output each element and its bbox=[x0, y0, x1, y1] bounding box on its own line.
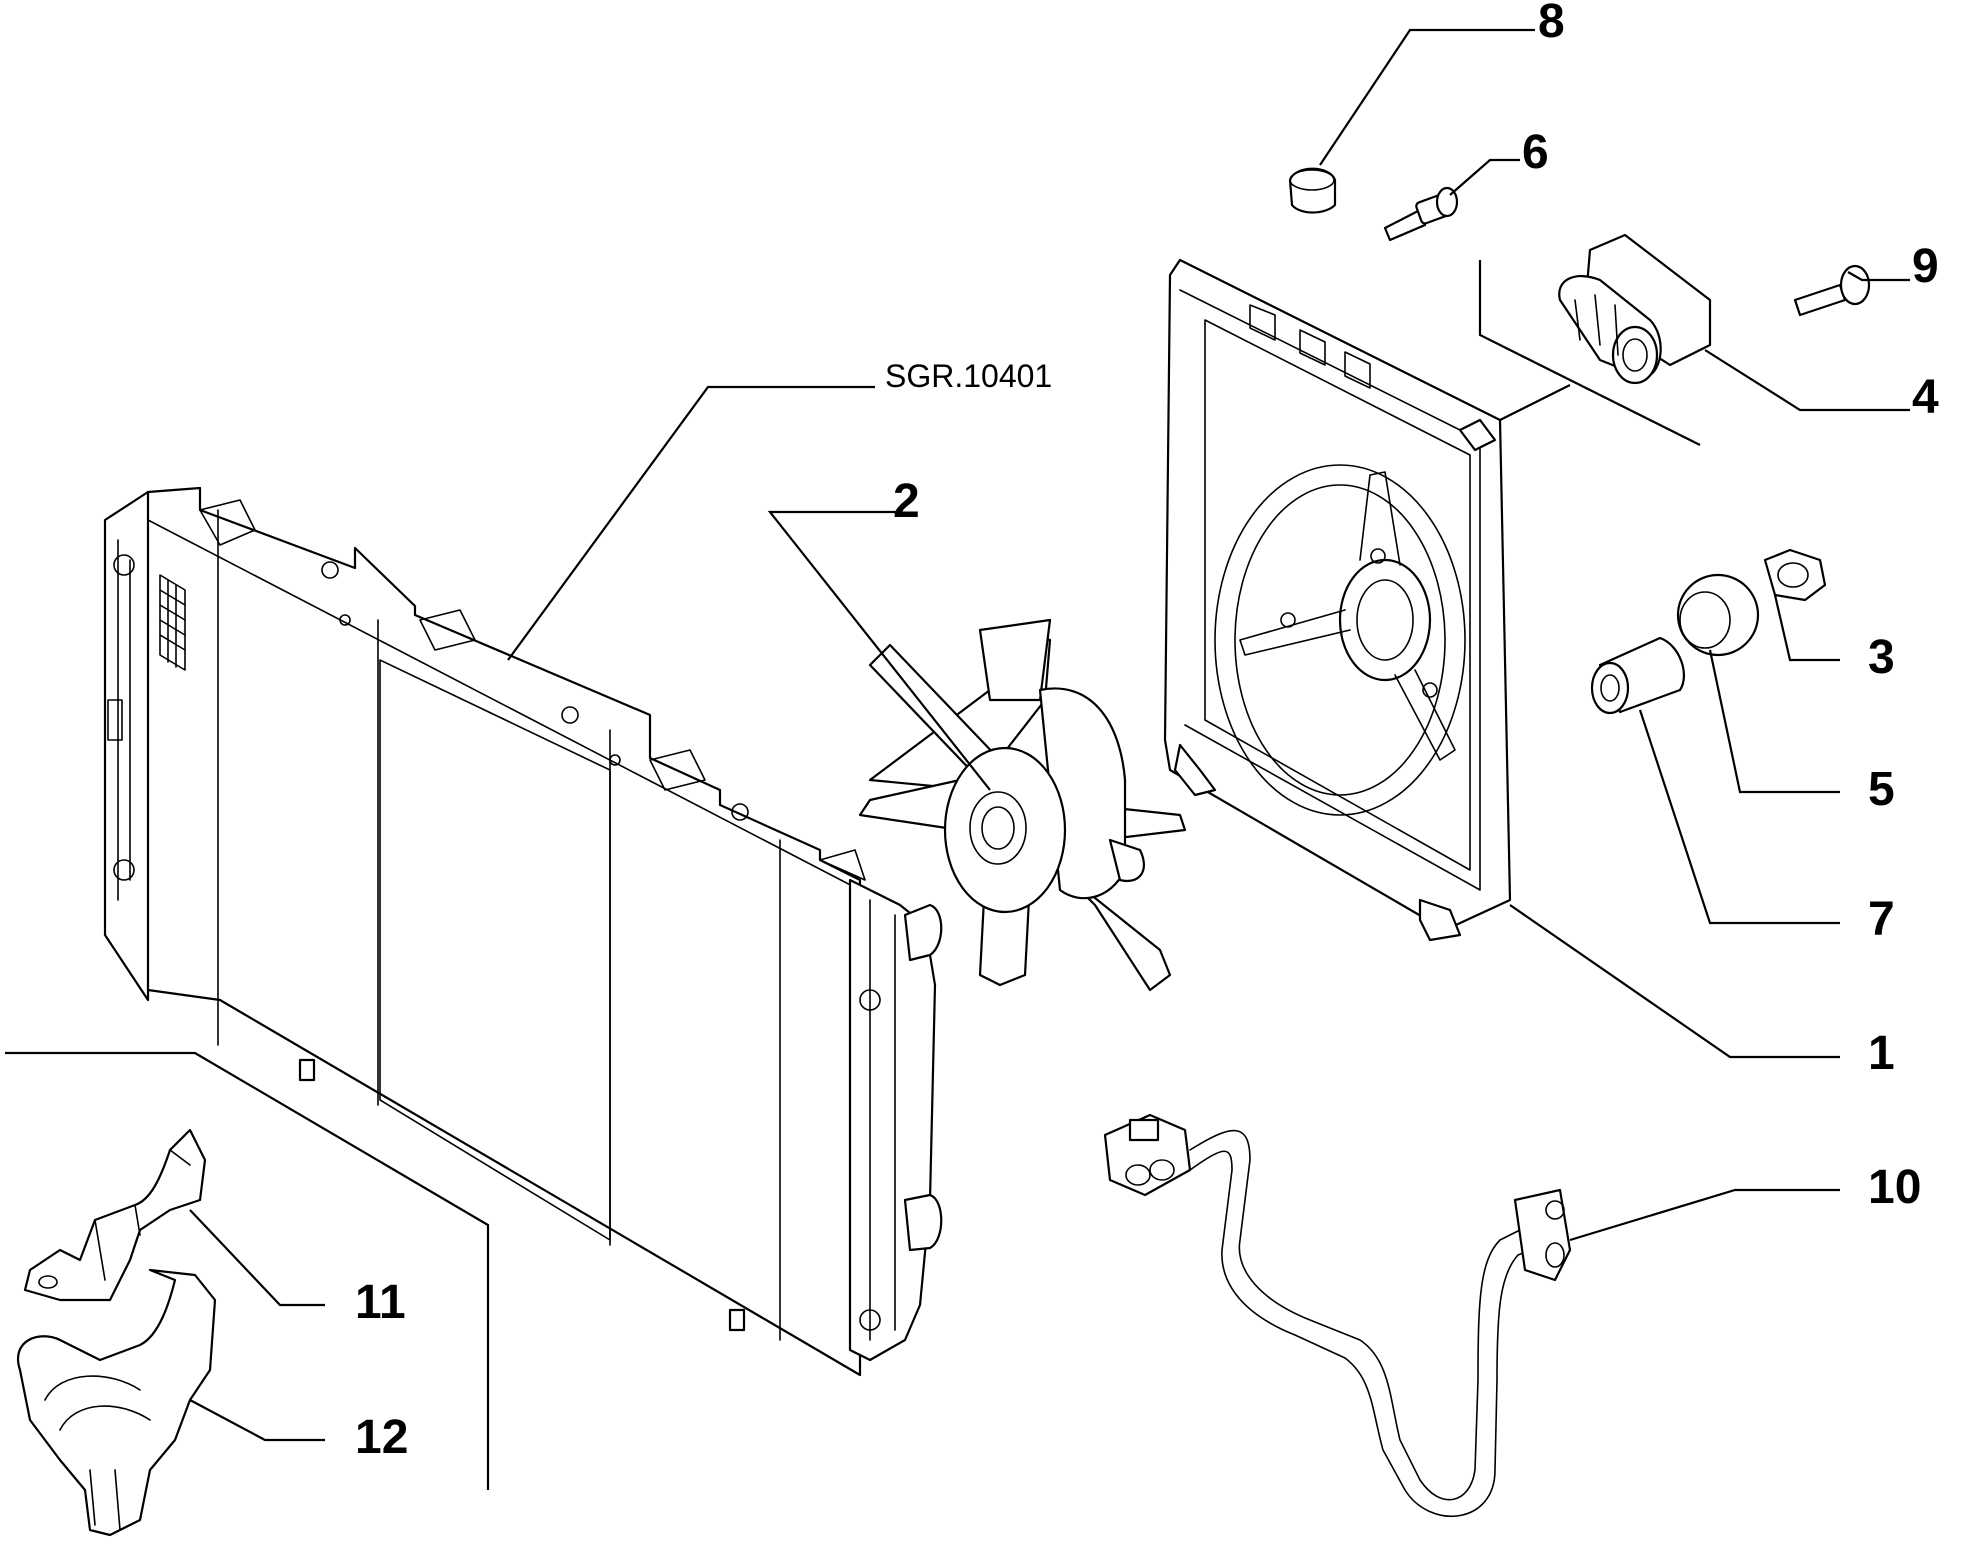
callout-11: 11 bbox=[355, 1276, 406, 1329]
callout-9: 9 bbox=[1912, 240, 1939, 293]
clamp-part-11 bbox=[23, 1128, 207, 1302]
callout-7: 7 bbox=[1868, 893, 1895, 946]
bolt-part-9 bbox=[1793, 264, 1871, 317]
callout-4: 4 bbox=[1912, 371, 1939, 424]
fan-shroud bbox=[1163, 258, 1512, 942]
callout-8: 8 bbox=[1538, 0, 1565, 48]
wiring-harness-part-10 bbox=[1103, 1113, 1572, 1517]
spacer-part-7 bbox=[1590, 636, 1685, 715]
callout-2: 2 bbox=[893, 475, 920, 528]
reference-code: SGR.10401 bbox=[885, 358, 1052, 394]
callout-12: 12 bbox=[355, 1411, 408, 1464]
callout-5: 5 bbox=[1868, 763, 1895, 816]
leader-lines bbox=[5, 28, 1910, 1490]
screw-part-6 bbox=[1383, 186, 1459, 242]
cooling-fan bbox=[858, 618, 1187, 992]
callout-1: 1 bbox=[1868, 1027, 1895, 1080]
radiator bbox=[103, 486, 943, 1377]
nut-part-3 bbox=[1763, 548, 1827, 602]
callout-10: 10 bbox=[1868, 1161, 1921, 1214]
mount-bracket-part-4 bbox=[1558, 233, 1712, 385]
clamp-part-12 bbox=[17, 1268, 217, 1537]
plug-part-8 bbox=[1288, 167, 1337, 214]
callout-6: 6 bbox=[1522, 126, 1549, 179]
callout-3: 3 bbox=[1868, 631, 1895, 684]
washer-part-5 bbox=[1676, 573, 1760, 657]
